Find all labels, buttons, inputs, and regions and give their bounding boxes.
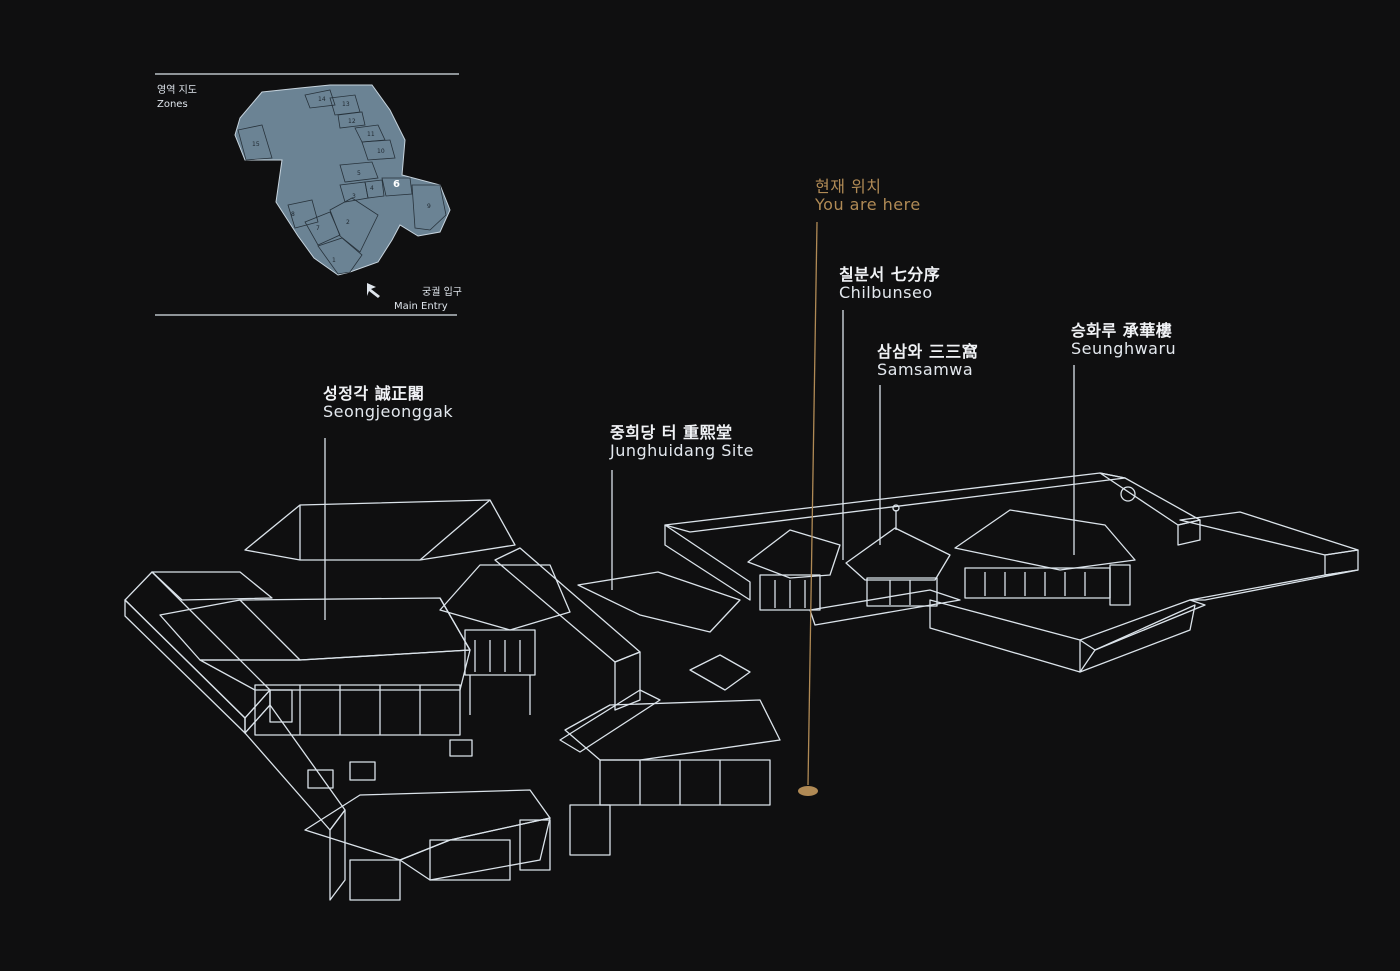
you-are-here-en: You are here [815, 195, 921, 215]
svg-text:7: 7 [316, 225, 320, 232]
svg-text:5: 5 [357, 170, 361, 177]
seunghwaru-complex [664, 472, 1359, 673]
junghuidang-en: Junghuidang Site [610, 441, 754, 461]
seongjeonggak-complex [124, 499, 781, 901]
svg-text:11: 11 [367, 131, 375, 138]
inset-title: 영역 지도 Zones [157, 84, 197, 112]
seunghwaru-en: Seunghwaru [1071, 339, 1177, 359]
zone-map-shape [234, 84, 451, 276]
svg-text:12: 12 [348, 118, 356, 125]
label-chilbunseo: 칠분서 七分序 Chilbunseo [839, 265, 941, 303]
svg-text:4: 4 [370, 185, 374, 192]
you-are-here-ko: 현재 위치 [815, 177, 882, 196]
entry-en: Main Entry [394, 301, 448, 312]
inset-main-entry: 궁궐 입구 Main Entry [394, 286, 462, 314]
current-zone-number: 6 [393, 179, 400, 190]
svg-text:15: 15 [252, 141, 260, 148]
you-are-here-marker [798, 221, 818, 796]
entry-ko: 궁궐 입구 [422, 287, 462, 298]
inset-title-ko: 영역 지도 [157, 85, 197, 96]
svg-text:3: 3 [352, 193, 356, 200]
seunghwaru-ko: 승화루 承華樓 [1071, 321, 1173, 340]
svg-text:10: 10 [377, 148, 385, 155]
you-are-here-label: 현재 위치 You are here [815, 177, 921, 215]
label-samsamwa: 삼삼와 三三窩 Samsamwa [877, 342, 979, 380]
chilbunseo-ko: 칠분서 七分序 [839, 265, 941, 284]
label-seongjeonggak: 성정각 誠正閣 Seongjeonggak [323, 384, 454, 422]
chilbunseo-en: Chilbunseo [839, 283, 933, 303]
seongjeonggak-en: Seongjeonggak [323, 402, 454, 422]
svg-text:13: 13 [342, 101, 350, 108]
junghuidang-site-outline [577, 571, 741, 633]
label-junghuidang: 중희당 터 重熙堂 Junghuidang Site [610, 423, 754, 461]
svg-text:14: 14 [318, 96, 326, 103]
label-seunghwaru: 승화루 承華樓 Seunghwaru [1071, 321, 1177, 359]
svg-text:1: 1 [332, 257, 336, 264]
svg-text:8: 8 [291, 211, 295, 218]
zone-map: 15 14 13 12 11 10 5 3 4 9 8 7 2 1 6 [234, 84, 451, 298]
samsamwa-ko: 삼삼와 三三窩 [877, 342, 979, 361]
svg-text:9: 9 [427, 203, 431, 210]
svg-text:2: 2 [346, 219, 350, 226]
seongjeonggak-ko: 성정각 誠正閣 [323, 384, 425, 403]
samsamwa-en: Samsamwa [877, 360, 974, 380]
inset-title-en: Zones [157, 99, 188, 110]
junghuidang-ko: 중희당 터 重熙堂 [610, 423, 733, 442]
entry-arrow-icon [367, 283, 380, 298]
